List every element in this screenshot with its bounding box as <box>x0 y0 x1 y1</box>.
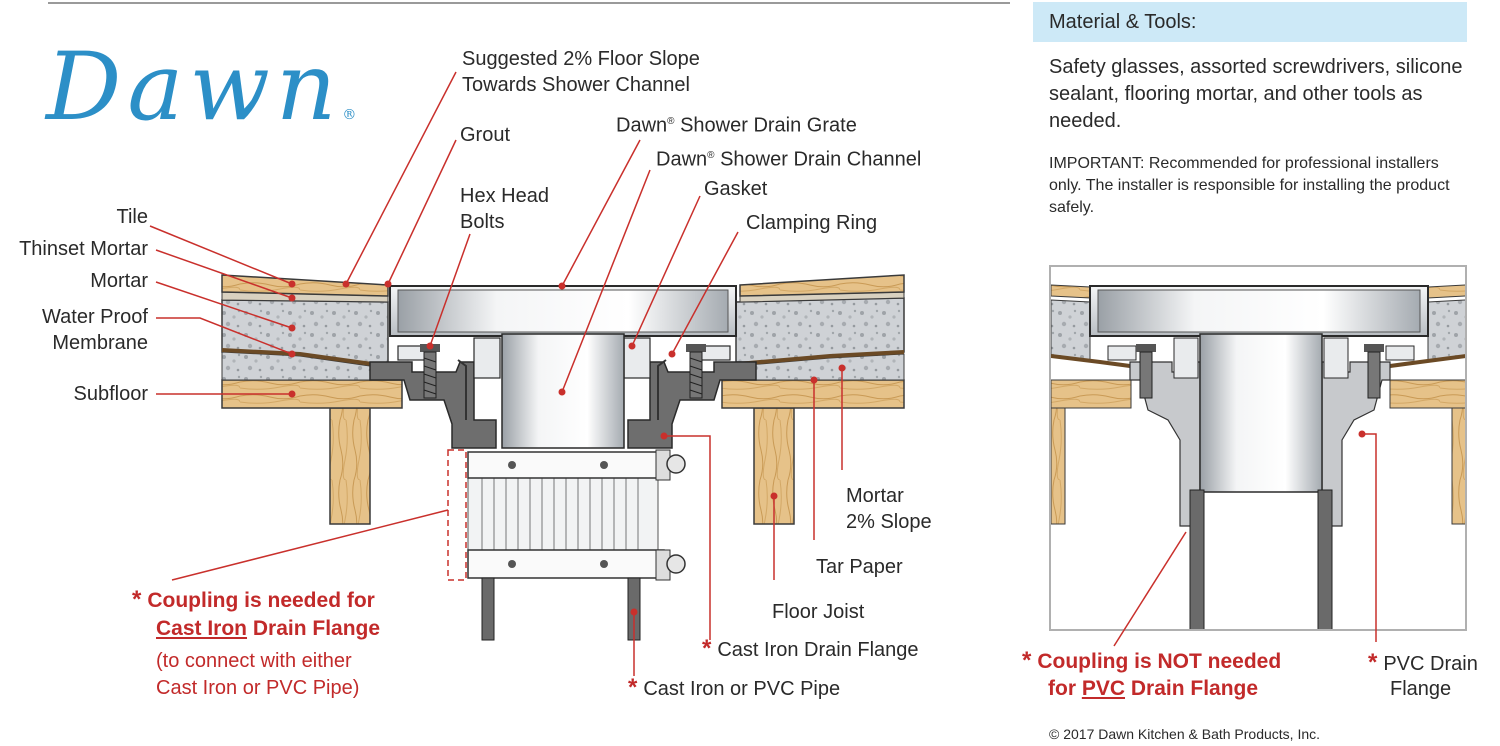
channel-rest: Shower Drain Channel <box>714 148 922 171</box>
drain-flange-text-2: Drain Flange <box>1125 677 1259 700</box>
coupling-dashed-outline <box>447 449 467 581</box>
channel-reg: ® <box>707 150 715 161</box>
not-needed-text: Coupling is NOT needed <box>1037 650 1282 673</box>
grate-brand: Dawn <box>616 114 668 137</box>
label-clamping-ring: Clamping Ring <box>746 212 878 234</box>
label-gasket: Gasket <box>704 178 768 200</box>
clamp-screw-top <box>666 454 686 474</box>
for-text: for <box>1048 677 1082 700</box>
logo-text: Dawn <box>46 33 343 142</box>
note-coupling-sub-line1: (to connect with either <box>156 650 352 672</box>
clamp-band-top <box>467 451 665 479</box>
tile-right <box>739 274 905 297</box>
grate-reg: ® <box>667 116 675 127</box>
clamp-ring-left-low <box>473 337 501 379</box>
label-thinset: Thinset Mortar <box>19 238 148 260</box>
leader-lines <box>149 71 1377 676</box>
label-floor-joist: Floor Joist <box>772 601 865 623</box>
channel-brand: Dawn <box>656 148 708 171</box>
main-cross-section <box>221 274 905 641</box>
important-notice: IMPORTANT: Recommended for professional … <box>1049 155 1450 216</box>
note-coupling-needed-line2: Cast Iron Drain Flange <box>156 616 380 642</box>
coupling <box>447 449 686 581</box>
tile-left <box>221 274 389 297</box>
grate-rest: Shower Drain Grate <box>674 114 857 137</box>
logo-registered-mark: ® <box>342 107 357 123</box>
cast-pipe-text: Cast Iron or PVC Pipe <box>643 678 841 700</box>
note-not-needed-line2: for PVC Drain Flange <box>1048 676 1258 702</box>
leader-dots <box>288 280 1366 616</box>
star-icon: * <box>132 586 142 613</box>
label-floor-slope-line2: Towards Shower Channel <box>462 74 690 96</box>
label-floor-slope-line1: Suggested 2% Floor Slope <box>462 48 700 70</box>
note-coupling-sub-line2: Cast Iron or PVC Pipe) <box>156 677 360 699</box>
label-waterproof-line2: Membrane <box>52 332 148 354</box>
pvc-inset <box>1049 265 1467 631</box>
label-mortar: Mortar <box>90 270 148 292</box>
label-tile: Tile <box>116 206 148 228</box>
pipe-left <box>481 577 495 641</box>
label-drain-channel: Dawn® Shower Drain Channel <box>656 143 921 173</box>
cast-flange-text: Cast Iron Drain Flange <box>717 639 919 661</box>
drain-grate <box>397 289 729 333</box>
materials-tools-header: Material & Tools: <box>1033 2 1467 42</box>
drain-flange-text: Drain Flange <box>247 617 381 640</box>
label-mortar-slope-line2: 2% Slope <box>846 511 932 533</box>
label-subfloor: Subfloor <box>73 383 149 405</box>
materials-tools-text: Safety glasses, assorted screwdrivers, s… <box>1049 56 1463 132</box>
copyright: © 2017 Dawn Kitchen & Bath Products, Inc… <box>1049 726 1321 742</box>
star-icon: * <box>702 635 712 662</box>
gasket-left <box>457 359 467 420</box>
label-pvc-flange-line1: *PVC Drain <box>1368 650 1478 677</box>
note-not-needed-line1: *Coupling is NOT needed <box>1022 648 1281 675</box>
hex-bolt-right <box>686 344 706 399</box>
label-cast-iron-pipe: *Cast Iron or PVC Pipe <box>628 675 840 702</box>
clamp-screw-bottom <box>666 554 686 574</box>
label-tar-paper: Tar Paper <box>816 556 903 578</box>
floor-joist-left <box>329 407 371 525</box>
label-waterproof-line1: Water Proof <box>42 306 148 328</box>
label-hex-bolts-line1: Hex Head <box>460 185 549 207</box>
pvc-flange-text: PVC Drain <box>1383 653 1478 675</box>
label-pvc-flange-line2: Flange <box>1390 678 1452 700</box>
dawn-logo: Dawn® <box>46 28 356 148</box>
clamp-ring-right-low <box>623 337 651 379</box>
clamp-band-bottom <box>467 549 665 579</box>
cast-iron-emphasis: Cast Iron <box>156 617 248 640</box>
label-cast-iron-flange: *Cast Iron Drain Flange <box>702 636 919 663</box>
star-icon: * <box>1368 649 1378 676</box>
pvc-emphasis: PVC <box>1081 677 1126 700</box>
coupling-needed-text: Coupling is needed for <box>147 589 375 612</box>
label-mortar-slope-line1: Mortar <box>846 485 904 507</box>
star-icon: * <box>1022 647 1032 674</box>
label-hex-bolts-line2: Bolts <box>460 211 505 233</box>
gasket-right <box>657 359 667 420</box>
coupling-ribs <box>481 476 639 552</box>
star-icon: * <box>628 674 638 701</box>
label-grout: Grout <box>460 124 511 146</box>
label-drain-grate: Dawn® Shower Drain Grate <box>616 109 857 139</box>
subfloor-right <box>721 379 905 409</box>
note-coupling-needed-line1: *Coupling is needed for <box>132 587 375 614</box>
